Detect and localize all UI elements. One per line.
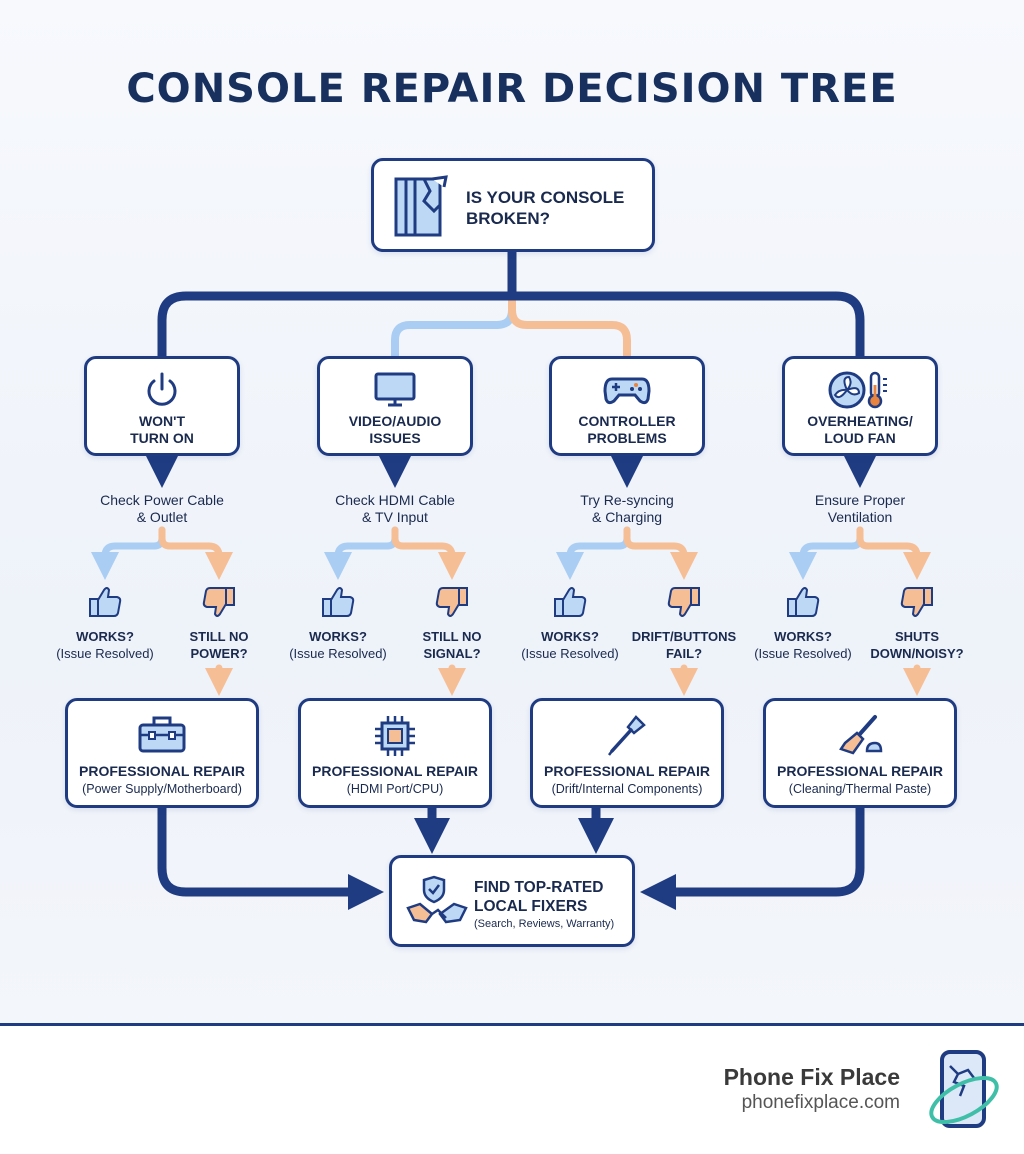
brand-name: Phone Fix Place [723,1064,900,1090]
toolbox-icon [135,713,189,760]
thumbs-up-icon [552,584,588,625]
fan-thermometer-icon [827,369,893,416]
thumbs-down-icon [434,584,470,625]
connector-check-works [324,526,399,580]
works-outcome-3: WORKS? (Issue Resolved) [500,628,640,662]
root-question-label: IS YOUR CONSOLE BROKEN? [466,188,625,228]
brand-url: phonefixplace.com [741,1092,900,1113]
repair-box-3: PROFESSIONAL REPAIR (Drift/Internal Compo… [530,698,724,808]
monitor-icon [372,369,418,414]
resolved-label: (Issue Resolved) [289,646,387,661]
thumbs-up-icon [87,584,123,625]
connector-check-fail [856,526,931,580]
works-label: WORKS? [309,629,367,644]
works-label: WORKS? [541,629,599,644]
repair-box-2: PROFESSIONAL REPAIR (HDMI Port/CPU) [298,698,492,808]
connector-root-controller [508,292,631,360]
category-box-3: CONTROLLER PROBLEMS [549,356,705,456]
repair-title: PROFESSIONAL REPAIR [777,763,943,779]
connector-check-fail [158,526,233,580]
footer [0,1026,1024,1154]
thumbs-up-icon [785,584,821,625]
resolved-label: (Issue Resolved) [56,646,154,661]
connector-check-fail [623,526,698,580]
connector-repair4-final [640,803,865,910]
check-step-1: Check Power Cable & Outlet [100,492,224,525]
chip-icon [372,713,418,764]
phone-fix-place-logo [929,1050,999,1128]
repair-subtitle: (HDMI Port/CPU) [346,782,444,796]
connector-root-video [391,292,516,360]
handshake-icon [406,875,468,924]
works-outcome-1: WORKS? (Issue Resolved) [35,628,175,662]
category-label: CONTROLLER PROBLEMS [578,413,676,446]
repair-title: PROFESSIONAL REPAIR [79,763,245,779]
check-step-4: Ensure Proper Ventilation [814,492,906,525]
fail-outcome-1: STILL NO POWER? [189,629,249,661]
gamepad-icon [602,369,652,414]
fail-outcome-4: SHUTS DOWN/NOISY? [870,629,964,661]
connector-check-works [789,526,864,580]
resolved-label: (Issue Resolved) [521,646,619,661]
root-question-box: IS YOUR CONSOLE BROKEN? [371,158,655,252]
check-step-2: Check HDMI Cable & TV Input [335,492,455,525]
check-step-3: Try Re-syncing & Charging [580,492,674,525]
footer-divider [0,1023,1024,1026]
category-box-2: VIDEO/AUDIO ISSUES [317,356,473,456]
connector-check-works [556,526,631,580]
connector-check-works [91,526,166,580]
works-outcome-2: WORKS? (Issue Resolved) [268,628,408,662]
repair-title: PROFESSIONAL REPAIR [312,763,478,779]
category-box-4: OVERHEATING/ LOUD FAN [782,356,938,456]
category-label: VIDEO/AUDIO ISSUES [348,413,442,446]
repair-title: PROFESSIONAL REPAIR [544,763,710,779]
repair-subtitle: (Drift/Internal Components) [551,782,703,796]
works-label: WORKS? [774,629,832,644]
find-fixers-title: FIND TOP-RATED LOCAL FIXERS [474,879,604,915]
connector-check-fail [391,526,466,580]
connector-root-left [157,291,517,361]
category-label: OVERHEATING/ LOUD FAN [807,413,913,446]
repair-box-1: PROFESSIONAL REPAIR (Power Supply/Motherb… [65,698,259,808]
works-label: WORKS? [76,629,134,644]
category-box-1: WON'T TURN ON [84,356,240,456]
power-icon [142,369,182,414]
fail-outcome-3: DRIFT/BUTTONS FAIL? [631,629,737,661]
page-title: CONSOLE REPAIR DECISION TREE [126,66,898,112]
works-outcome-4: WORKS? (Issue Resolved) [733,628,873,662]
screwdriver-icon [604,713,650,764]
category-label: WON'T TURN ON [130,413,194,446]
resolved-label: (Issue Resolved) [754,646,852,661]
find-fixers-subtitle: (Search, Reviews, Warranty) [474,918,615,930]
find-fixers-box: FIND TOP-RATED LOCAL FIXERS (Search, Rev… [389,855,635,947]
repair-subtitle: (Cleaning/Thermal Paste) [788,782,932,796]
thumbs-down-icon [666,584,702,625]
thumbs-up-icon [320,584,356,625]
thumbs-down-icon [201,584,237,625]
repair-box-4: PROFESSIONAL REPAIR (Cleaning/Thermal Pas… [763,698,957,808]
brush-icon [835,713,885,764]
thumbs-down-icon [899,584,935,625]
repair-subtitle: (Power Supply/Motherboard) [82,782,242,796]
fail-outcome-2: STILL NO SIGNAL? [422,629,482,661]
connector-repair1-final [157,803,384,910]
broken-console-icon [394,175,448,237]
connector-root-right [507,291,865,361]
